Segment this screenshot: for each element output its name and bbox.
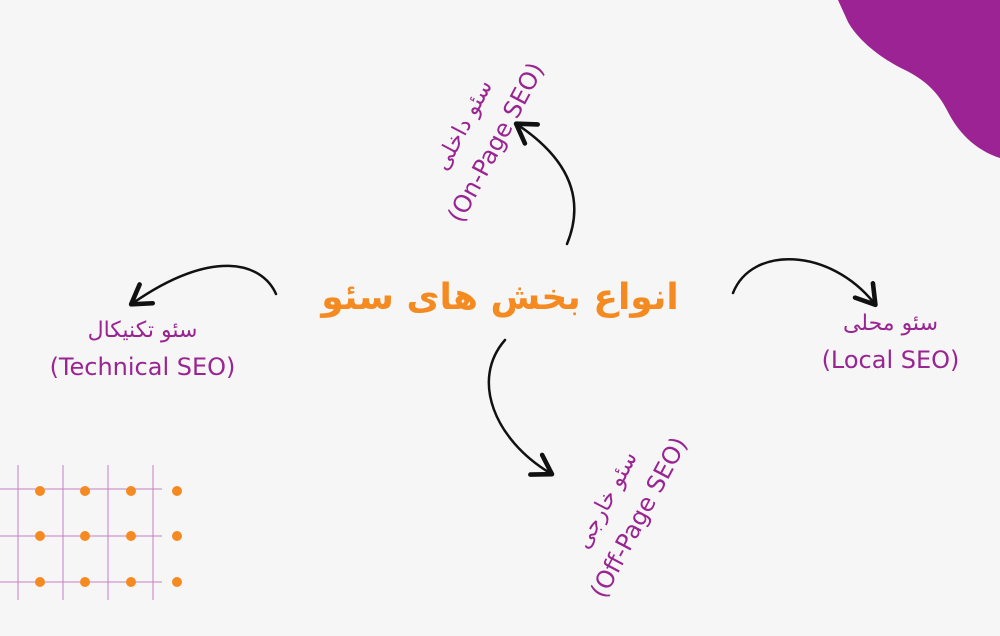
- node-technical-seo: سئو تکنیکال (Technical SEO): [30, 313, 255, 385]
- arrow-to-local: [731, 257, 878, 308]
- arrow-to-onpage: [513, 121, 576, 246]
- diagram-canvas: [0, 0, 1000, 600]
- node-technical-fa-label: سئو تکنیکال: [87, 318, 198, 343]
- corner-blob-shape: [838, 0, 1000, 158]
- dot-grid-decoration: [0, 465, 182, 600]
- arrow-to-technical: [128, 264, 278, 307]
- diagram-title: انواع بخش های سئو: [321, 277, 679, 318]
- arrow-to-offpage: [487, 338, 555, 477]
- node-technical-en-label: (Technical SEO): [49, 353, 236, 381]
- node-local-en-label: (Local SEO): [821, 346, 960, 374]
- node-local-fa-label: سئو محلی: [842, 311, 939, 336]
- node-local-seo: سئو محلی (Local SEO): [808, 306, 973, 378]
